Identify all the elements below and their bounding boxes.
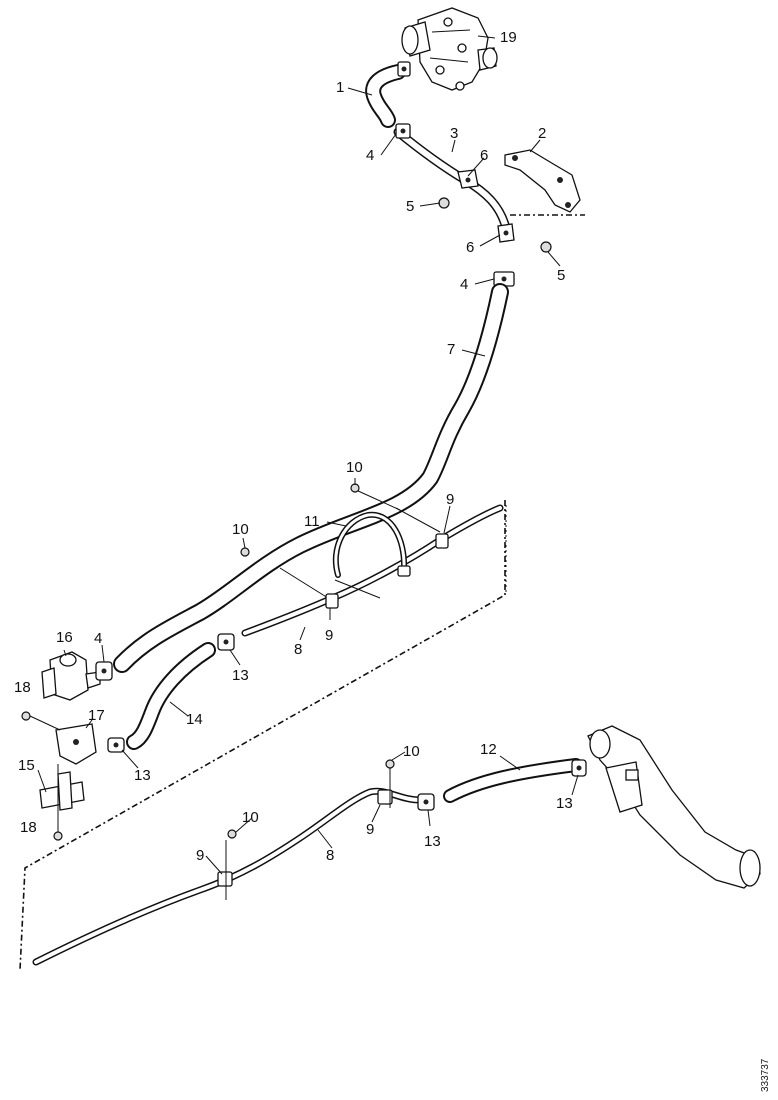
pipe-8-upper [241,504,504,637]
pipe-8-lower [32,787,424,966]
phantom-outlines [19,214,585,971]
callout-19: 19 [500,29,517,46]
callout-8: 8 [326,847,334,864]
callout-13: 13 [556,795,573,812]
clip-9-lower-left [217,840,233,900]
screw-10-b [240,547,250,557]
callout-6: 6 [480,147,488,164]
callout-9: 9 [446,491,454,508]
hose-clip-13-b [107,737,125,753]
coolant-outlet-pipe [587,725,761,889]
clip-9-upper-middle [325,593,339,609]
hose-1 [365,64,406,128]
callout-4: 4 [460,276,468,293]
callout-14: 14 [186,711,203,728]
callout-4: 4 [366,147,374,164]
hose-clip-13-a [217,633,235,651]
callout-16: 16 [56,629,73,646]
pipe-clamp-4-upper [395,123,411,139]
leader-lines [37,35,579,875]
valve-16 [41,651,101,701]
hose-clip-13-d [571,759,587,777]
callout-7: 7 [447,341,455,358]
callout-9: 9 [366,821,374,838]
callout-9: 9 [325,627,333,644]
bolt-18-upper [21,711,61,731]
callout-9: 9 [196,847,204,864]
screw-10-a [350,483,360,493]
callout-13: 13 [424,833,441,850]
clip-9-upper-right [435,533,449,549]
hose-12 [443,758,583,803]
callout-5: 5 [557,267,565,284]
callout-8: 8 [294,641,302,658]
callout-10: 10 [232,521,249,538]
callout-10: 10 [242,809,259,826]
screw-10-d [385,759,395,769]
screw-10-c [227,829,237,839]
clip-9-lower-right [377,768,393,808]
nut-5-left [438,197,450,209]
callout-4: 4 [94,630,102,647]
bracket-15 [39,771,85,811]
thermostat-housing [401,7,498,91]
hose-14 [126,642,216,750]
callout-10: 10 [346,459,363,476]
callout-6: 6 [466,239,474,256]
callout-13: 13 [232,667,249,684]
drawing-reference-number: 333737 [760,1058,771,1092]
callout-5: 5 [406,198,414,215]
pipe-clamp-4-middle [493,271,515,287]
callout-12: 12 [480,741,497,758]
bracket-clip-6-upper [457,169,479,189]
callout-10: 10 [403,743,420,760]
nut-5-right [540,241,552,253]
bracket-17 [55,723,97,765]
callout-13: 13 [134,767,151,784]
callout-labels: 1 2 3 4 4 4 5 5 6 6 7 8 8 9 9 9 9 10 10 … [14,29,573,864]
callout-1: 1 [336,79,344,96]
callout-18: 18 [14,679,31,696]
hose-clip-upper [397,61,411,77]
callout-3: 3 [450,125,458,142]
callout-17: 17 [88,707,105,724]
mounting-bracket-2 [504,149,581,213]
pipe-clamp-4-lower [95,661,113,681]
callout-15: 15 [18,757,35,774]
strap-11 [332,511,411,599]
callout-2: 2 [538,125,546,142]
bracket-clip-6-lower [497,223,515,243]
callout-18: 18 [20,819,37,836]
hose-clip-13-c [417,793,435,811]
callout-11: 11 [304,513,320,530]
bolt-18-lower [53,764,63,841]
